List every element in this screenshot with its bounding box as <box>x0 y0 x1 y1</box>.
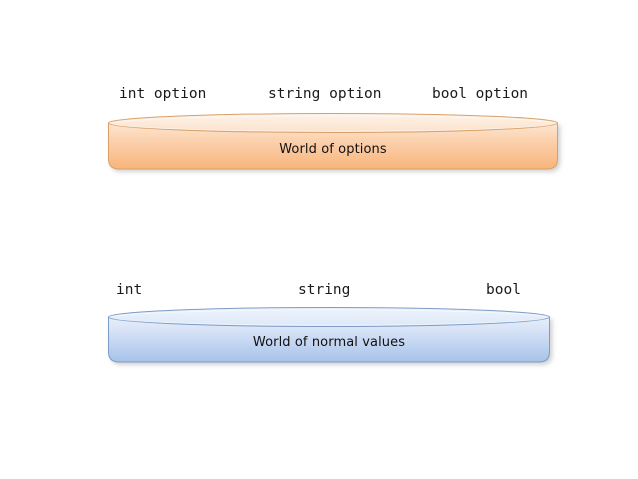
cylinder-options-shape <box>108 113 558 170</box>
label-bool: bool <box>486 282 521 298</box>
cylinder-options-body <box>108 122 558 170</box>
cylinder-world-of-options: World of options <box>107 112 559 174</box>
cylinder-values-shape <box>108 307 550 363</box>
label-bool-option: bool option <box>432 86 529 102</box>
cylinder-values-top-face <box>108 307 550 327</box>
cylinder-options-rim-highlight <box>111 115 555 132</box>
cylinder-values-body <box>108 316 550 363</box>
cylinder-world-of-normal-values: World of normal values <box>107 306 551 367</box>
options-type-labels: int option string option bool option <box>0 86 638 108</box>
values-type-labels: int string bool <box>0 282 638 304</box>
label-string: string <box>298 282 351 298</box>
cylinder-values-rim-highlight <box>111 309 547 326</box>
label-int: int <box>116 282 143 298</box>
label-string-option: string option <box>268 86 382 102</box>
cylinder-options-top-face <box>108 113 558 133</box>
label-int-option: int option <box>119 86 207 102</box>
